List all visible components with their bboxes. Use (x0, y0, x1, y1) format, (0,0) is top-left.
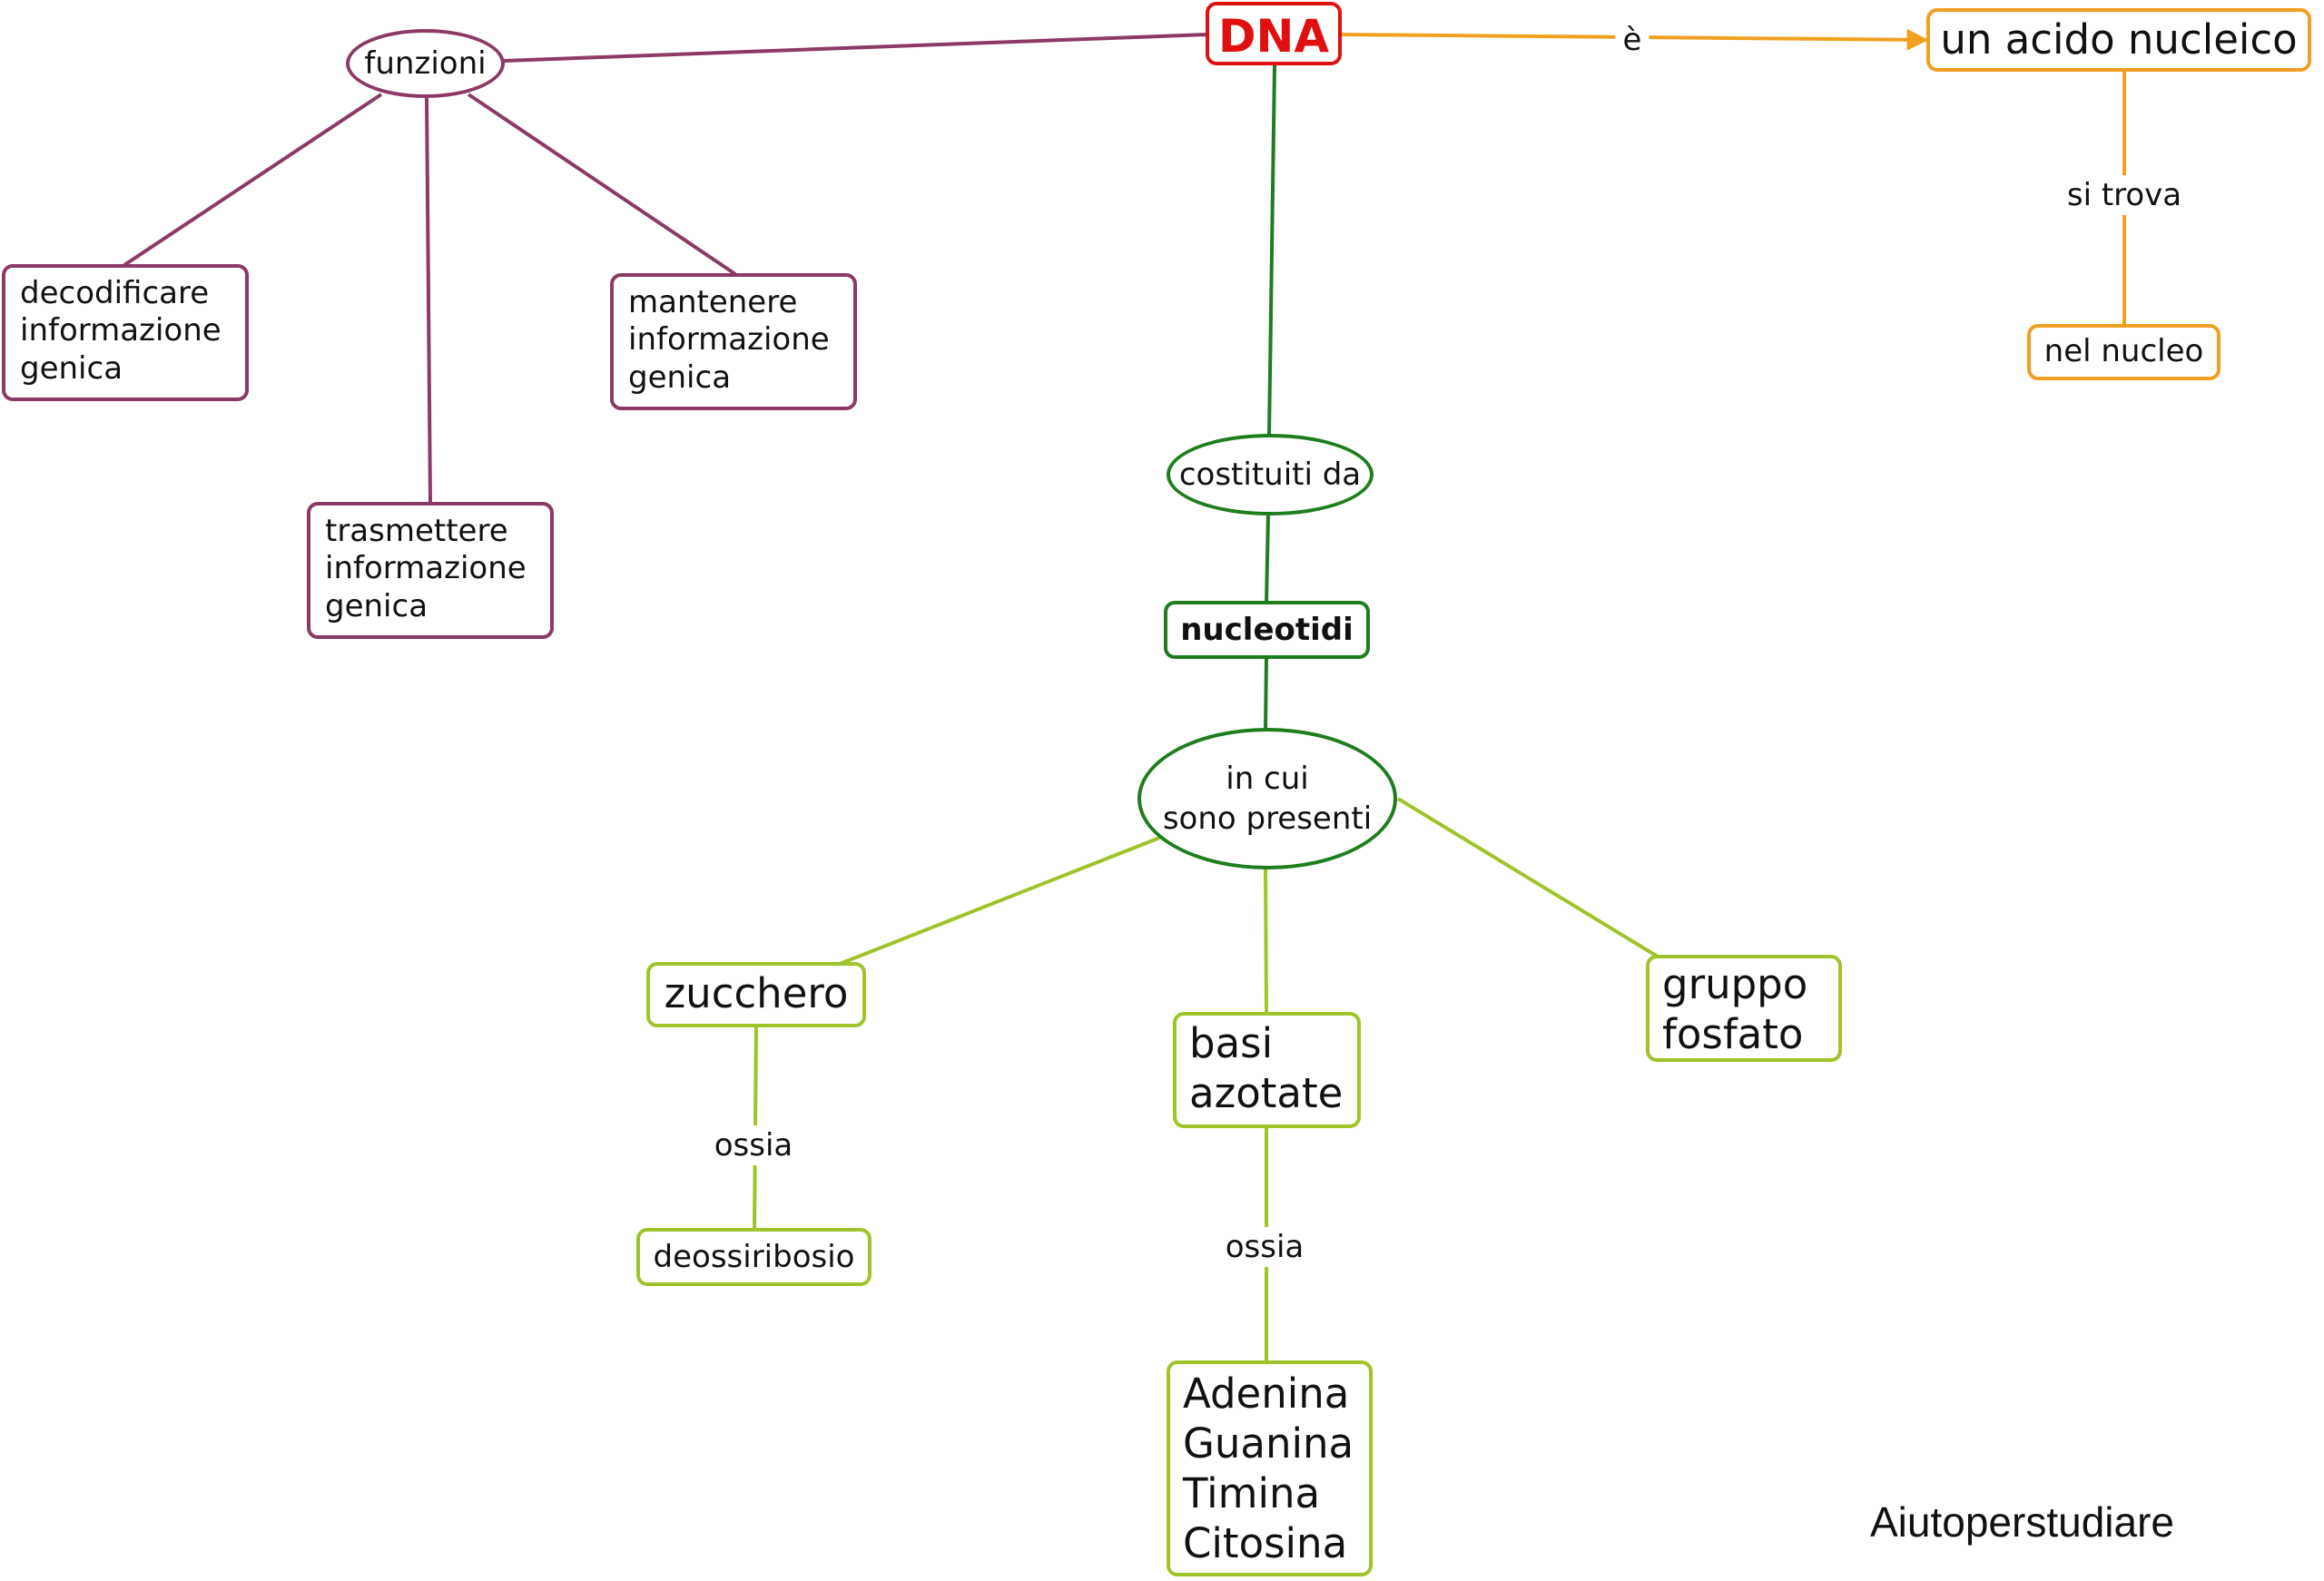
concept-deossiribosio-label: deossiribosio (653, 1239, 855, 1275)
trasmettere-line-3: genica (325, 587, 428, 624)
concept-funzioni-label: funzioni (364, 44, 487, 82)
link-label-ossia-zucchero: ossia (706, 1125, 801, 1165)
concept-nucleotidi[interactable]: nucleotidi (1164, 601, 1370, 659)
concept-dna[interactable]: DNA (1206, 2, 1342, 65)
concept-nel-nucleo[interactable]: nel nucleo (2027, 324, 2221, 380)
mantenere-line-3: genica (628, 358, 732, 396)
base-citosina: Citosina (1183, 1518, 1348, 1567)
decodificare-line-2: informazione (20, 312, 222, 349)
basi-line-1: basi (1189, 1019, 1274, 1067)
link-label-si-trova: si trova (2059, 175, 2190, 215)
trasmettere-line-2: informazione (325, 550, 527, 587)
concept-gruppo-fosfato[interactable]: gruppo fosfato (1646, 955, 1842, 1062)
edge-funzioni-trasmettere (425, 97, 432, 504)
edge-nucleotidi-presenti (1264, 656, 1268, 731)
basi-line-2: azotate (1189, 1068, 1344, 1117)
watermark-text: Aiutoperstudiare (1870, 1498, 2174, 1546)
fosfato-line-2: fosfato (1662, 1009, 1804, 1058)
concept-acido-nucleico-label: un acido nucleico (1940, 15, 2298, 64)
concept-zucchero[interactable]: zucchero (646, 962, 866, 1027)
concept-decodificare[interactable]: decodificare informazione genica (2, 264, 249, 401)
sono-presenti-line-1: in cui (1226, 760, 1309, 797)
concept-acido-nucleico[interactable]: un acido nucleico (1926, 8, 2311, 72)
concept-funzioni[interactable]: funzioni (346, 29, 505, 98)
concept-zucchero-label: zucchero (664, 969, 849, 1017)
edge-funzioni-mantenere (467, 93, 737, 276)
sono-presenti-line-2: sono presenti (1162, 800, 1373, 837)
edge-presenti-zucchero (839, 835, 1163, 966)
base-adenina: Adenina (1183, 1370, 1350, 1418)
concept-bases-list[interactable]: Adenina Guanina Timina Citosina (1167, 1360, 1373, 1576)
link-label-e: è (1615, 20, 1649, 60)
concept-nucleotidi-label: nucleotidi (1180, 612, 1354, 648)
fosfato-line-1: gruppo (1662, 960, 1808, 1008)
base-guanina: Guanina (1183, 1419, 1354, 1468)
concept-deossiribosio[interactable]: deossiribosio (636, 1228, 872, 1286)
base-timina: Timina (1183, 1468, 1321, 1517)
edge-presenti-fosfato (1396, 797, 1659, 958)
decodificare-line-3: genica (20, 349, 123, 387)
concept-nel-nucleo-label: nel nucleo (2043, 333, 2204, 369)
concept-sono-presenti[interactable]: in cui sono presenti (1137, 728, 1397, 869)
decodificare-line-1: decodificare (20, 275, 210, 311)
mantenere-line-2: informazione (628, 321, 830, 358)
concept-costituiti-da-label: costituiti da (1178, 456, 1362, 493)
concept-basi-azotate[interactable]: basi azotate (1173, 1012, 1361, 1128)
edge-costituiti-nucleotidi (1265, 513, 1270, 604)
concept-trasmettere[interactable]: trasmettere informazione genica (307, 502, 554, 639)
edge-funzioni-decodificare (123, 93, 383, 267)
concept-mantenere[interactable]: mantenere informazione genica (610, 273, 857, 410)
edge-presenti-basi (1264, 867, 1268, 1014)
concept-costituiti-da[interactable]: costituiti da (1167, 434, 1374, 516)
edge-dna-costituiti (1267, 64, 1276, 437)
trasmettere-line-1: trasmettere (325, 513, 508, 549)
edge-dna-funzioni (503, 33, 1208, 63)
link-label-ossia-basi: ossia (1217, 1227, 1312, 1267)
concept-dna-label: DNA (1217, 10, 1330, 63)
mantenere-line-1: mantenere (628, 284, 798, 320)
